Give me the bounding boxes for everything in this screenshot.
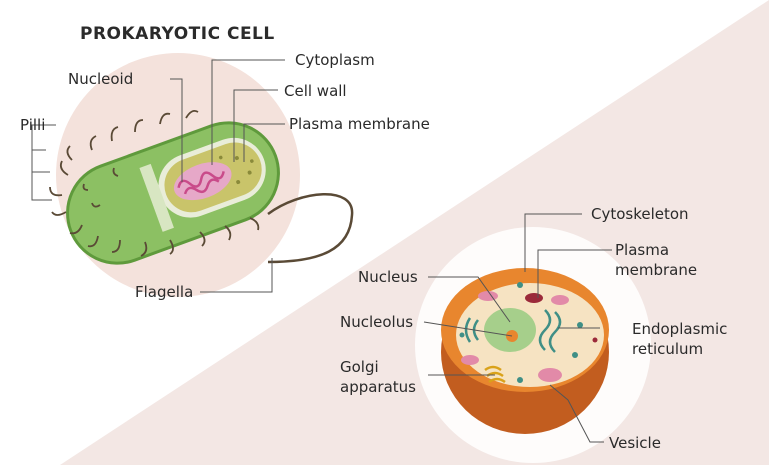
leader-plasma-membrane xyxy=(243,123,285,162)
label-er-line1: Endoplasmic xyxy=(632,320,728,338)
flagellum xyxy=(267,193,354,264)
label-plasma-membrane-euk-line2: membrane xyxy=(615,261,698,279)
label-vesicle: Vesicle xyxy=(609,434,661,452)
leader-cytoskeleton xyxy=(524,213,582,272)
label-er-line2: reticulum xyxy=(632,340,704,358)
label-flagella: Flagella xyxy=(135,283,194,301)
bacterium xyxy=(49,109,354,265)
label-nucleus: Nucleus xyxy=(358,268,418,286)
label-golgi-line1: Golgi xyxy=(340,358,379,376)
page-title: PROKARYOTIC CELL xyxy=(80,24,275,44)
leader-cytoplasm xyxy=(211,59,285,165)
vesicle-top xyxy=(525,293,543,303)
leader-vesicle xyxy=(549,384,604,443)
leader-cell-wall xyxy=(233,89,278,162)
label-plasma-membrane-euk-line1: Plasma xyxy=(615,241,670,259)
leader-flagella xyxy=(200,258,273,293)
mitochondrion xyxy=(478,291,498,301)
label-plasma-membrane: Plasma membrane xyxy=(289,115,430,133)
nucleoid-dna xyxy=(177,171,225,195)
eukaryotic-cell xyxy=(441,268,609,434)
pili xyxy=(49,109,260,257)
label-cell-wall: Cell wall xyxy=(284,82,347,100)
leader-plasma-membrane-euk xyxy=(537,249,612,298)
nucleus-shape xyxy=(484,308,536,352)
leader-pilli xyxy=(31,124,56,201)
eukaryote-leader-lines xyxy=(423,213,612,443)
label-nucleolus: Nucleolus xyxy=(340,313,414,331)
label-pilli: Pilli xyxy=(20,116,46,134)
cell-wall-outline xyxy=(66,121,280,265)
label-cytoplasm: Cytoplasm xyxy=(295,51,375,69)
leader-nucleoid xyxy=(170,78,183,182)
label-golgi-line2: apparatus xyxy=(340,378,416,396)
label-cytoskeleton: Cytoskeleton xyxy=(591,205,689,223)
bacterium-interior xyxy=(139,137,266,232)
nucleoid-region xyxy=(173,162,232,201)
cut-edge xyxy=(139,163,174,232)
label-nucleoid: Nucleoid xyxy=(68,70,134,88)
leader-nucleus xyxy=(428,276,511,323)
prokaryote-leader-lines xyxy=(31,59,285,293)
leader-nucleolus xyxy=(423,321,513,337)
